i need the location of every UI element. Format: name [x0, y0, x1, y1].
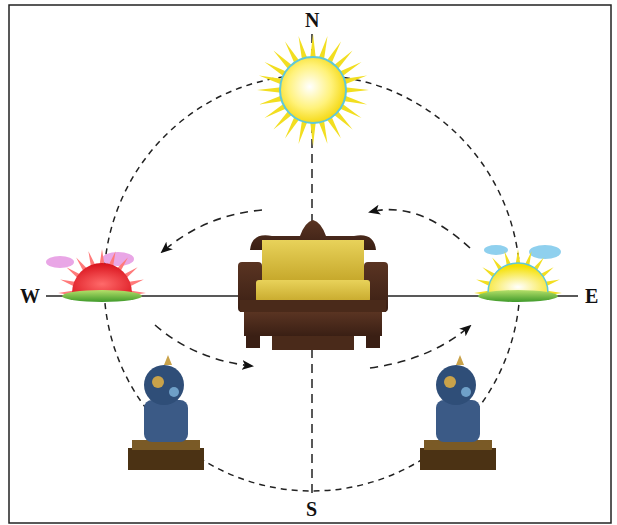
sun-ray: [299, 36, 308, 60]
sun-ray: [345, 87, 369, 93]
compass-direction: E: [583, 285, 600, 307]
sun-ray: [310, 122, 316, 146]
sun-ray: [100, 249, 105, 265]
cloud: [529, 245, 561, 259]
sun-ray: [310, 34, 316, 58]
ground: [478, 290, 558, 302]
sun-orbit: [104, 75, 520, 491]
night-arrow: [370, 326, 470, 368]
bronze-lion: [420, 355, 496, 470]
day-arrow: [162, 210, 262, 252]
sun-ray: [299, 120, 308, 144]
compass-direction: N: [303, 9, 321, 31]
ground: [62, 290, 142, 302]
sun-rays: [257, 34, 369, 146]
sun-ray: [259, 96, 283, 105]
frame: [9, 5, 611, 523]
throne: [238, 220, 388, 350]
sun-ray: [343, 96, 367, 105]
bronze-lion: [128, 355, 204, 470]
sun-ray: [319, 36, 328, 60]
sun-ray: [259, 76, 283, 85]
sun-ray: [257, 87, 281, 93]
night-arrow: [155, 325, 252, 366]
sun-rays: [474, 249, 562, 295]
sun-ray: [319, 120, 328, 144]
sun-ray: [343, 76, 367, 85]
day-arrow: [370, 210, 470, 248]
compass-direction: W: [18, 285, 42, 307]
cloud: [46, 256, 74, 268]
sun-rays: [58, 249, 146, 295]
cloud: [484, 245, 508, 255]
setting-sun: [72, 263, 132, 293]
rising-sun: [488, 263, 548, 293]
compass-direction: S: [304, 498, 319, 520]
noon-sun: [280, 57, 346, 123]
